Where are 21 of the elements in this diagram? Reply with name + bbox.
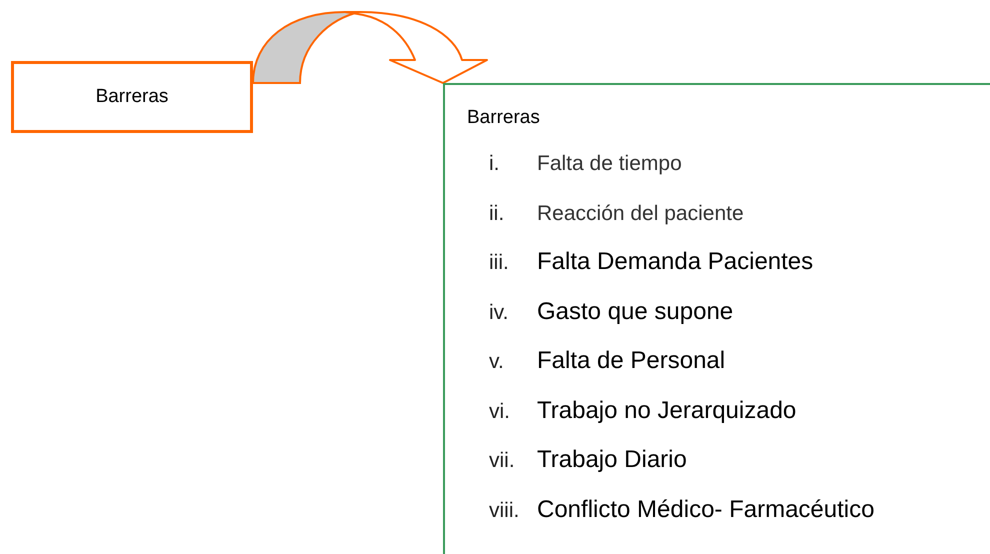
- panel-heading: Barreras: [467, 106, 540, 130]
- list-item: Conflicto Médico- Farmacéutico: [537, 494, 874, 524]
- box-label: Barreras: [96, 84, 168, 109]
- list-item: Falta Demanda Pacientes: [537, 247, 814, 277]
- list-item: Falta de tiempo: [537, 151, 682, 177]
- list-numeral: viii.: [489, 498, 520, 524]
- list-numeral: vii.: [489, 448, 515, 474]
- process-box: [11, 61, 253, 133]
- list-item: Gasto que supone: [537, 296, 734, 326]
- list-panel: [443, 83, 990, 554]
- list-numeral: i.: [489, 151, 500, 177]
- list-item: Trabajo no Jerarquizado: [537, 396, 796, 426]
- list-numeral: vi.: [489, 398, 510, 424]
- list-numeral: ii.: [489, 200, 504, 226]
- list-item: Reacción del paciente: [537, 200, 744, 226]
- list-item: Falta de Personal: [537, 346, 726, 376]
- list-numeral: iv.: [489, 300, 508, 326]
- curved-arrow: [252, 11, 488, 84]
- list-numeral: iii.: [489, 250, 509, 276]
- list-numeral: v.: [489, 349, 504, 375]
- list-item: Trabajo Diario: [537, 445, 687, 475]
